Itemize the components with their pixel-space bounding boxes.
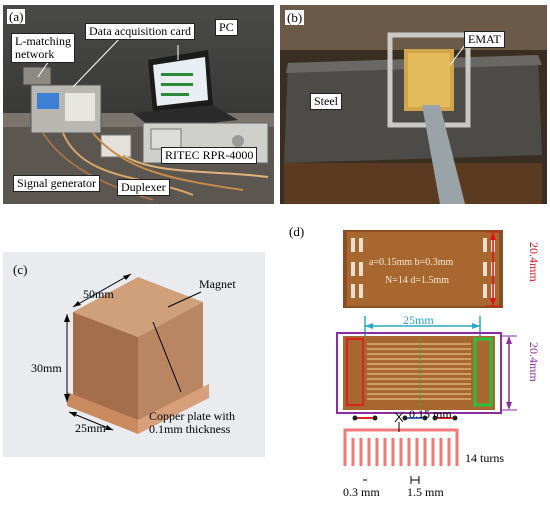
pcb-text-1: a=0.15mm b=0.3mm bbox=[369, 257, 454, 268]
panel-a-label: (a) bbox=[7, 9, 26, 24]
dim-width-25mm: 25mm bbox=[403, 313, 434, 327]
turns-label: 14 turns bbox=[465, 451, 504, 465]
daq-callout: Data acquisition card bbox=[85, 23, 195, 40]
dim-15mm: 1.5 mm bbox=[407, 485, 444, 499]
panel-c-label: (c) bbox=[13, 262, 28, 277]
panel-b-label: (b) bbox=[285, 10, 305, 25]
copper-plate-label: Copper plate with 0.1mm thickness bbox=[149, 409, 235, 436]
duplexer-callout: Duplexer bbox=[117, 179, 170, 196]
dim-30mm: 30mm bbox=[31, 361, 62, 375]
magnet-illustration bbox=[64, 273, 209, 434]
coil-design-diagram bbox=[336, 230, 517, 484]
panel-a-photo: (a) L-matching network Data acquisition … bbox=[3, 5, 274, 204]
magnet-label: Magnet bbox=[199, 277, 236, 291]
dim-03mm: 0.3 mm bbox=[343, 485, 380, 499]
l-matching-callout: L-matching network bbox=[11, 33, 75, 63]
emat-callout: EMAT bbox=[464, 31, 505, 48]
panel-b-photo: (b) EMAT Steel bbox=[280, 5, 547, 204]
pc-callout: PC bbox=[215, 19, 238, 36]
pcb-text-2: N=14 d=1.5mm bbox=[385, 275, 450, 286]
dim-50mm: 50mm bbox=[83, 287, 114, 301]
signal-generator-callout: Signal generator bbox=[13, 175, 100, 192]
dim-25mm: 25mm bbox=[75, 421, 106, 435]
steel-callout: Steel bbox=[310, 93, 342, 110]
ritec-callout: RITEC RPR-4000 bbox=[161, 147, 258, 164]
panel-d-diagram: (d) a=0.15mm b=0.3mm N=14 d=1.5mm 20.4mm… bbox=[275, 218, 547, 508]
dim-gap-015: 0.15 mm bbox=[409, 407, 452, 421]
dim-height-bottom: 20.4mm bbox=[527, 342, 541, 382]
panel-d-label: (d) bbox=[289, 224, 305, 239]
panel-c-photo: (c) Magnet 50mm 30mm 25mm Copper plate w… bbox=[3, 252, 265, 457]
dim-height-top: 20.4mm bbox=[527, 242, 541, 282]
